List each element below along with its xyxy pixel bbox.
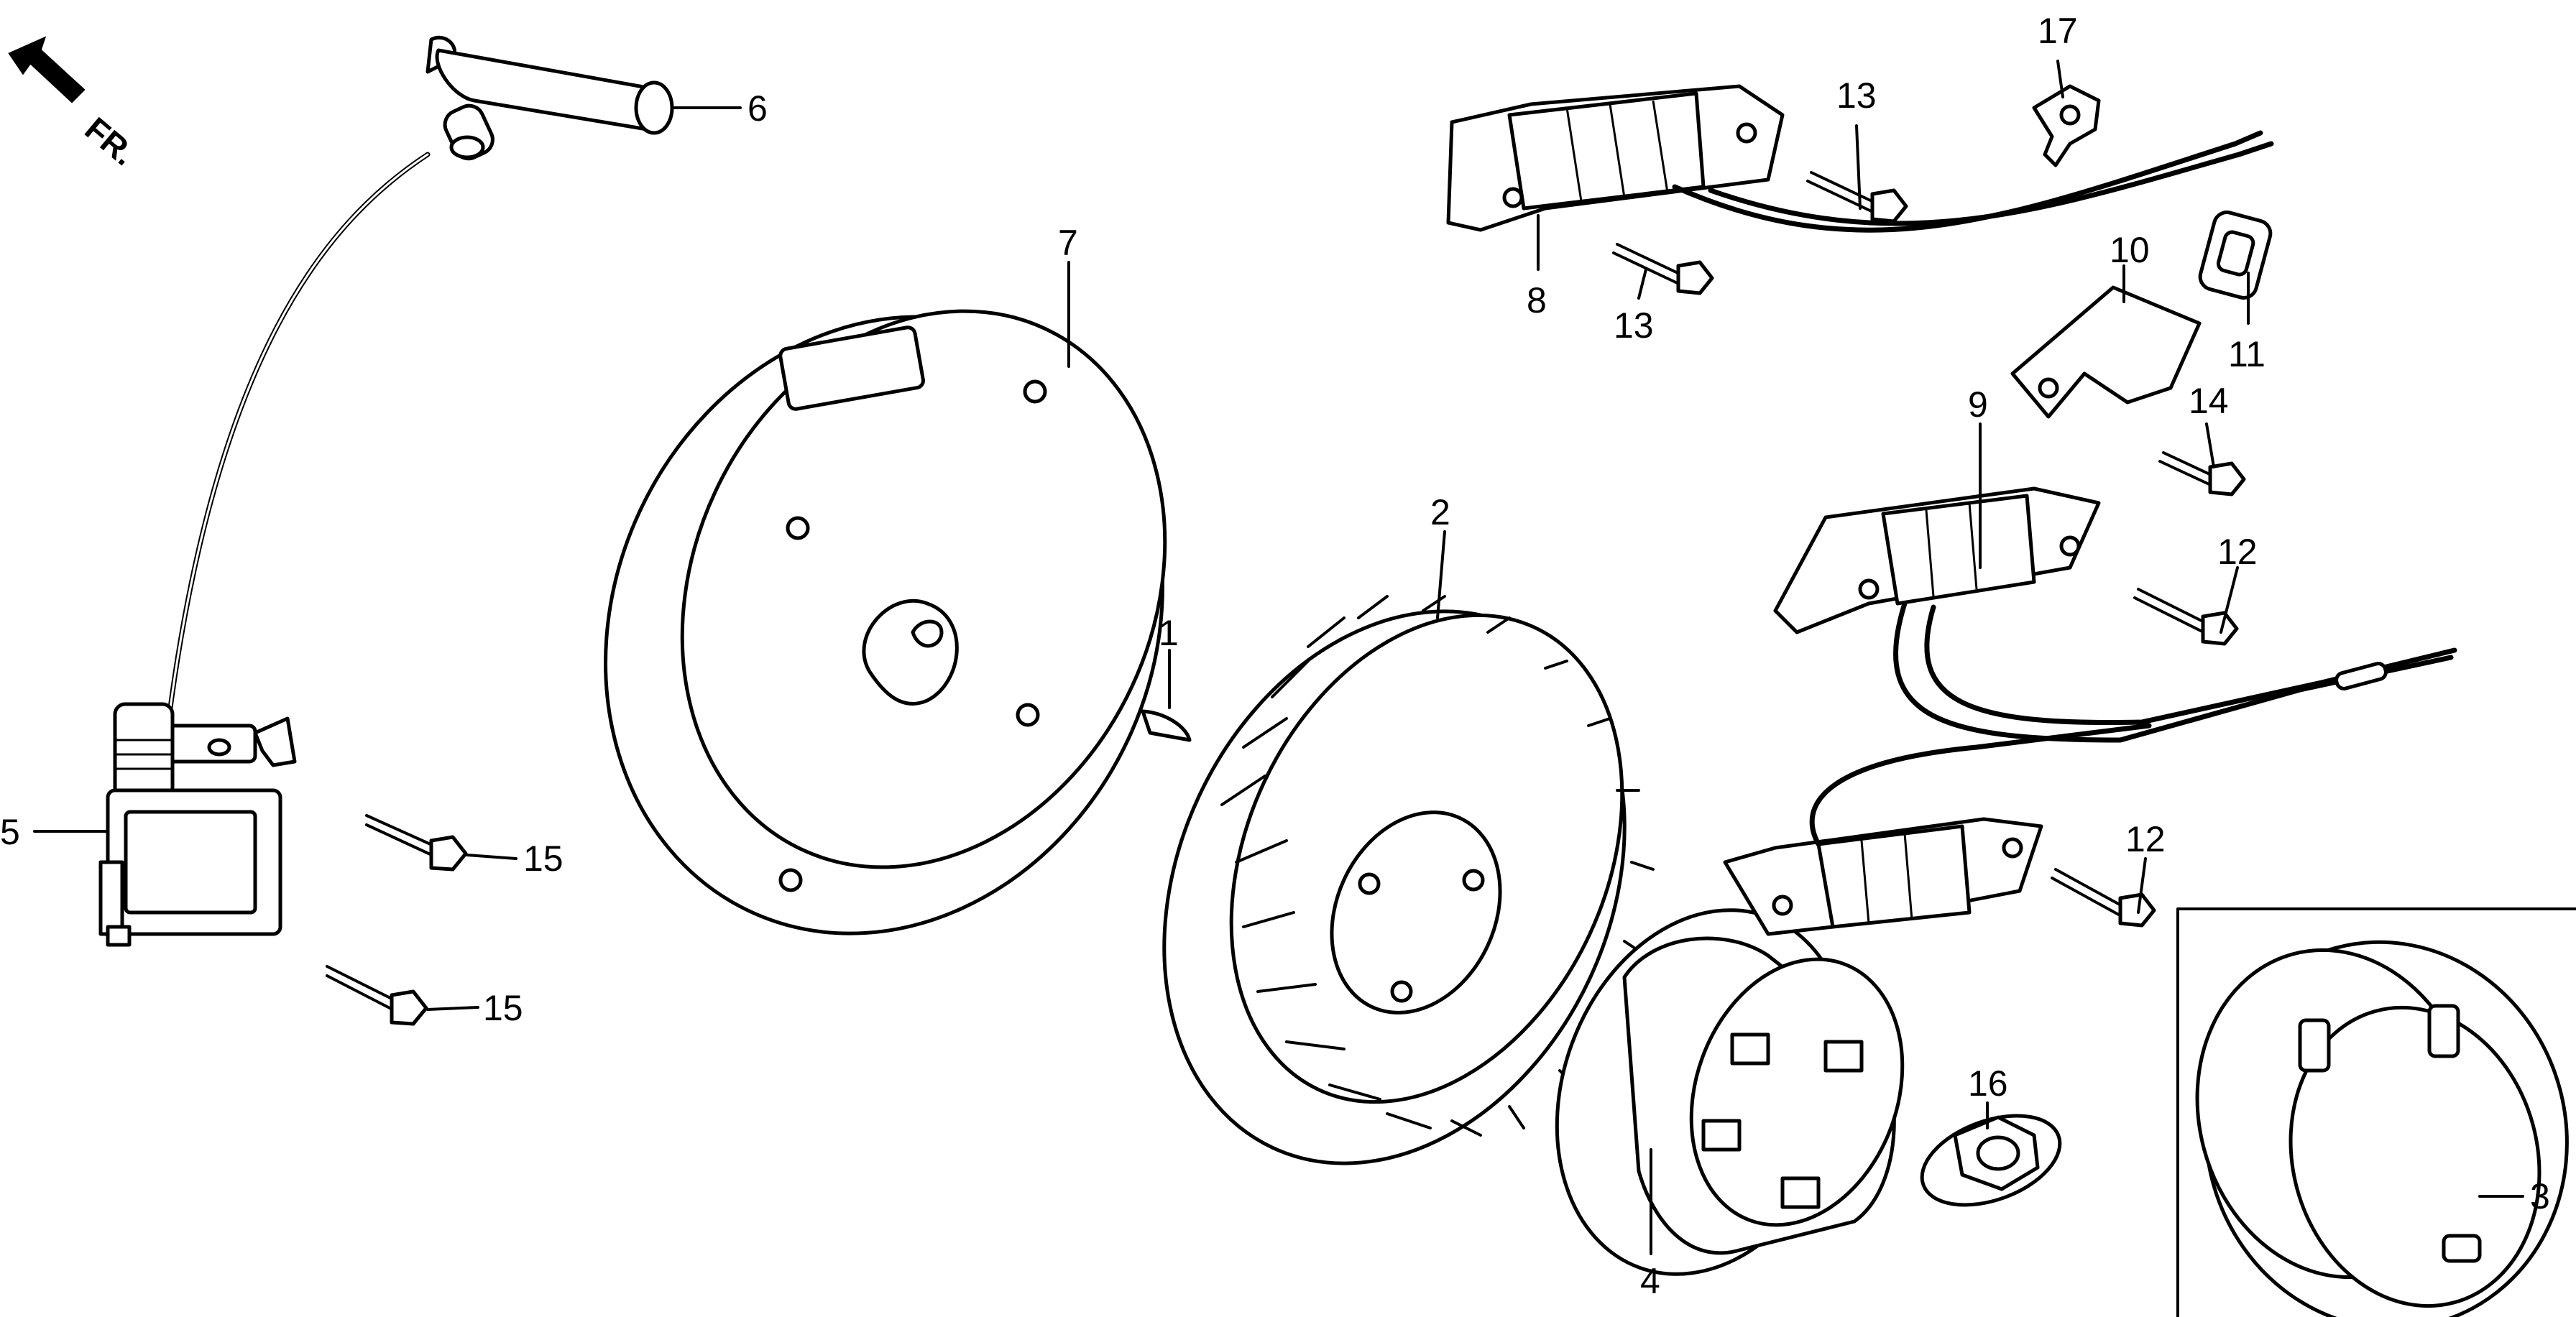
charge-coil-upper [1446, 84, 2274, 233]
callout-13-upper: 13 [1836, 75, 1877, 116]
callout-15-lower: 15 [483, 988, 523, 1028]
bolt-15-upper [365, 814, 468, 872]
callout-6: 6 [748, 88, 768, 129]
callout-labels: 1 2 3 4 5 6 7 8 9 10 11 12 12 13 13 14 1… [0, 11, 2550, 1301]
callout-14: 14 [2189, 381, 2229, 421]
bolt-12-upper [2133, 588, 2239, 646]
charge-coil-lower [1723, 723, 2152, 936]
ignition-coil [98, 152, 431, 947]
spark-plug-cap [426, 35, 674, 161]
callout-8: 8 [1527, 280, 1547, 320]
callout-7: 7 [1058, 223, 1078, 263]
callout-12-lower: 12 [2125, 819, 2166, 859]
callout-3: 3 [2530, 1176, 2550, 1216]
callout-13-lower: 13 [1614, 305, 1654, 346]
callout-1: 1 [1159, 613, 1179, 653]
front-direction-arrow-icon: FR. [8, 36, 143, 172]
bolt-12-lower [2051, 868, 2156, 928]
callout-2: 2 [1430, 492, 1450, 532]
bolt-15-lower [326, 965, 428, 1026]
front-direction-label: FR. [78, 110, 143, 172]
callout-10: 10 [2110, 230, 2150, 270]
bolt-13-upper [1806, 171, 1908, 223]
pulley-inset [2176, 907, 2576, 1317]
callout-5: 5 [0, 812, 20, 852]
coil-bracket [2010, 285, 2202, 419]
callout-4: 4 [1640, 1261, 1660, 1301]
bolt-13-lower [1612, 243, 1714, 295]
wire-clip [2032, 84, 2101, 167]
leader-lines [33, 60, 2524, 1255]
bolt-14 [2158, 451, 2246, 496]
flange-nut [1920, 1114, 2062, 1207]
cooling-fan [1162, 595, 1655, 1165]
starter-pulley [1555, 908, 1905, 1276]
charge-coil-middle [1773, 486, 2457, 743]
flywheel-rotor [604, 309, 1167, 935]
woodruff-key [1141, 709, 1192, 742]
callout-15-upper: 15 [523, 838, 564, 879]
callout-9: 9 [1968, 384, 1988, 425]
callout-17: 17 [2038, 11, 2078, 51]
wire-grommet [2198, 211, 2273, 300]
callout-11: 11 [2228, 334, 2266, 374]
callout-12-upper: 12 [2217, 532, 2258, 572]
callout-16: 16 [1968, 1063, 2008, 1104]
